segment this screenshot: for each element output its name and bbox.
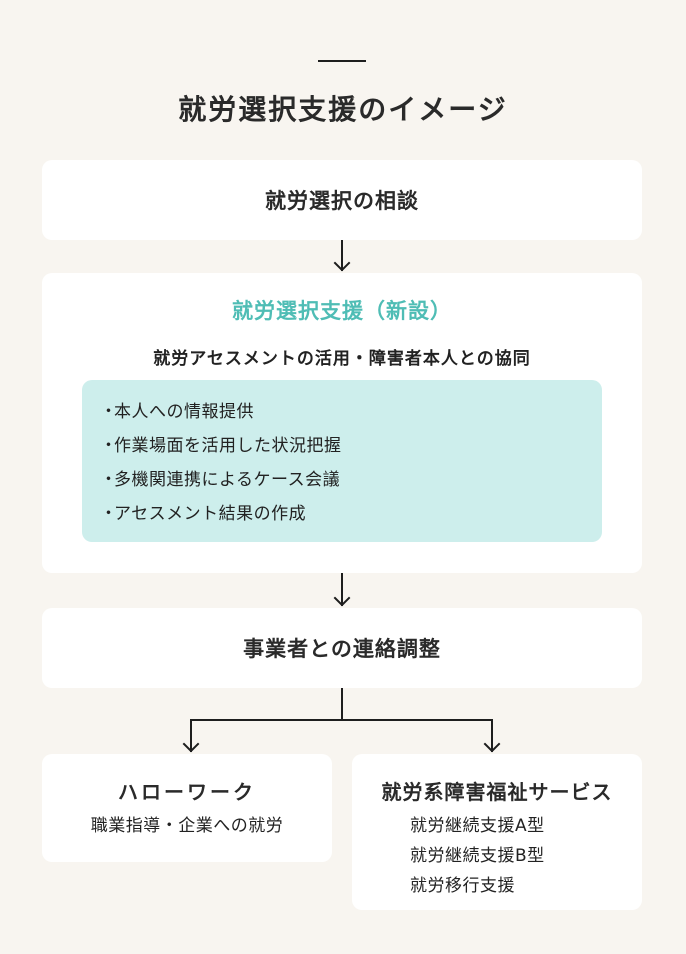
arrow-down-icon [182, 719, 200, 753]
arrow-down-icon [333, 573, 351, 607]
employment-selection-support-box: 就労選択支援（新設） 就労アセスメントの活用・障害者本人との協同 ・本人への情報… [42, 273, 642, 573]
list-item: 就労継続支援A型 [410, 816, 545, 836]
list-item: ・本人への情報提供 [100, 398, 602, 432]
coordination-label: 事業者との連絡調整 [243, 637, 441, 661]
consultation-label: 就労選択の相談 [265, 189, 419, 213]
list-item: 就労継続支援B型 [410, 846, 545, 866]
bullet-icon: ・ [100, 436, 118, 456]
bullet-icon: ・ [100, 470, 118, 490]
page-title: 就労選択支援のイメージ [178, 93, 508, 126]
hellowork-box: ハローワーク 職業指導・企業への就労 [42, 754, 332, 862]
business-coordination-box: 事業者との連絡調整 [42, 608, 642, 688]
list-item: ・多機関連携によるケース会議 [100, 466, 602, 500]
branch-connector [190, 688, 493, 721]
consultation-box: 就労選択の相談 [42, 160, 642, 240]
welfare-services-box: 就労系障害福祉サービス 就労継続支援A型 就労継続支援B型 就労移行支援 [352, 754, 642, 910]
support-items-panel: ・本人への情報提供 ・作業場面を活用した状況把握 ・多機関連携によるケース会議 … [82, 380, 602, 542]
title-divider [318, 60, 366, 62]
list-item: ・作業場面を活用した状況把握 [100, 432, 602, 466]
list-item: ・アセスメント結果の作成 [100, 500, 602, 534]
arrow-down-icon [333, 240, 351, 272]
hellowork-subtitle: 職業指導・企業への就労 [90, 816, 284, 836]
support-title: 就労選択支援（新設） [232, 299, 452, 323]
bullet-icon: ・ [100, 402, 118, 422]
bullet-icon: ・ [100, 504, 118, 524]
support-subtitle: 就労アセスメントの活用・障害者本人との協同 [153, 349, 531, 369]
hellowork-title: ハローワーク [118, 780, 256, 804]
welfare-title: 就労系障害福祉サービス [381, 780, 613, 804]
welfare-list: 就労継続支援A型 就労継続支援B型 就労移行支援 [410, 811, 642, 901]
list-item: 就労移行支援 [410, 876, 515, 896]
arrow-down-icon [483, 719, 501, 753]
